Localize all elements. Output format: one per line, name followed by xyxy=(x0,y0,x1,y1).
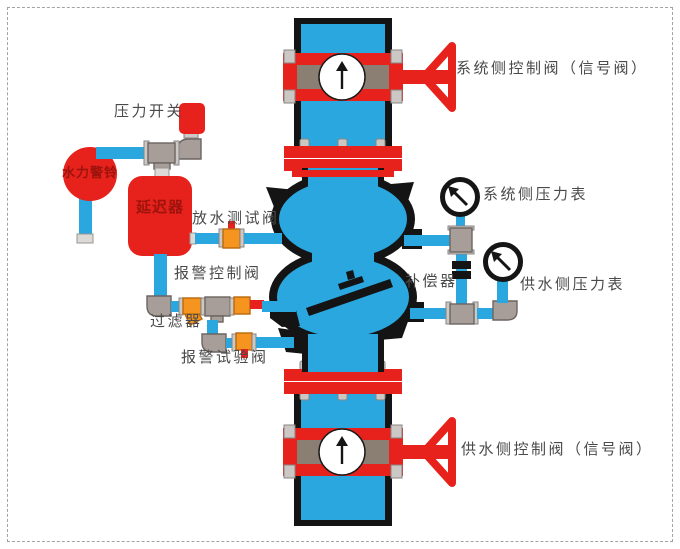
flow-arrow-icon xyxy=(336,61,348,71)
retard-outlet-pipe xyxy=(154,254,167,300)
supply-control-valve xyxy=(283,417,456,487)
elbow-fitting xyxy=(146,295,172,317)
label-water-motor-alarm: 水力警铃 xyxy=(61,165,118,180)
clapper xyxy=(306,270,393,316)
alarm-control-valve-handle xyxy=(250,300,264,309)
drain-test-valve-body xyxy=(222,228,241,249)
tee-fitting-lower xyxy=(449,303,475,325)
gauge-piping-right xyxy=(404,213,518,325)
handwheel-icon xyxy=(396,42,456,112)
system-pressure-gauge xyxy=(440,177,480,217)
drain-test-valve-stem xyxy=(228,221,235,230)
tee-fitting xyxy=(204,296,231,317)
elbow-fitting xyxy=(201,333,227,353)
supply-pressure-gauge xyxy=(483,242,523,282)
alarm-test-valve-stem xyxy=(241,349,248,358)
label-pressure-switch: 压力开关 xyxy=(114,104,185,120)
flow-arrow-icon xyxy=(336,436,348,446)
label-system-control-valve: 系统侧控制阀（信号阀） xyxy=(456,61,649,77)
label-supply-control-valve: 供水侧控制阀（信号阀） xyxy=(461,442,654,458)
label-alarm-test-valve: 报警试验阀 xyxy=(181,350,269,366)
pressure-switch-device xyxy=(179,103,205,134)
alarm-test-line xyxy=(201,320,294,358)
label-filter: 过滤器 xyxy=(150,314,203,330)
tee-left xyxy=(143,140,180,179)
label-system-pressure-gauge: 系统侧压力表 xyxy=(483,187,589,203)
tee-fitting-upper xyxy=(449,227,473,253)
water-motor-alarm-bell xyxy=(63,147,117,244)
filter-line xyxy=(146,295,296,326)
drain-test-line xyxy=(189,221,282,249)
compensator-fitting xyxy=(452,261,471,279)
bell-drain-pipe xyxy=(79,197,92,237)
gauge-needle xyxy=(448,186,459,197)
alarm-control-valve-body xyxy=(233,296,251,315)
elbow-fitting xyxy=(177,138,202,160)
label-drain-test-valve: 放水测试阀 xyxy=(192,211,280,227)
label-supply-pressure-gauge: 供水侧压力表 xyxy=(520,277,626,293)
handwheel-icon xyxy=(396,417,456,487)
strainer-body xyxy=(182,297,202,315)
label-compensator: 补偿器 xyxy=(405,274,458,290)
gauge-needle xyxy=(491,251,502,262)
retard-chamber-tank xyxy=(128,176,192,300)
alarm-test-valve-body xyxy=(235,332,253,351)
pressure-switch-assembly xyxy=(177,103,205,160)
system-control-valve xyxy=(283,42,456,112)
label-retard-chamber: 延迟器 xyxy=(135,200,184,216)
elbow-fitting xyxy=(492,300,518,321)
label-alarm-control-valve: 报警控制阀 xyxy=(174,266,262,282)
bell-drain-cap xyxy=(76,233,94,244)
alarm-valve-body xyxy=(266,168,424,372)
